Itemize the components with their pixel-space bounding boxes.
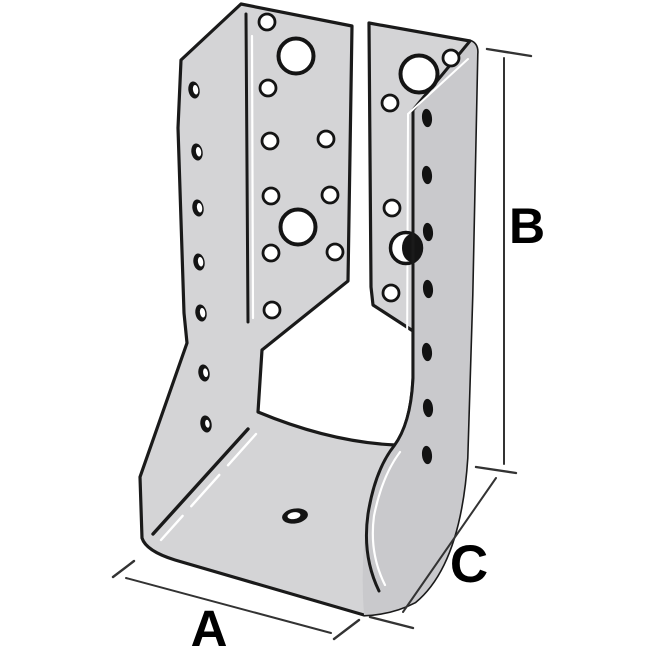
seat-hole [282,508,308,524]
dim-b-tick-top [485,47,533,58]
dimension-line-c [368,477,497,630]
dimension-line-a [111,559,361,641]
dimension-label-a: A [191,600,228,650]
left-plate-fold-highlight [250,34,255,320]
dimension-line-b [474,47,533,475]
seat-crease-line [151,427,250,536]
dim-a-tick-left [111,559,136,579]
left-flange-holes [188,81,212,433]
dim-a-line [125,577,332,634]
seat-crease-highlight [159,432,258,542]
dimension-label-b: B [509,198,545,254]
right-plate-fold-line [364,108,415,593]
left-plate-holes [257,12,345,320]
dim-c-tick-bottom [368,615,415,630]
left-plate-fold-line [244,12,250,324]
right-plate-fold-highlight [406,58,469,373]
hanger-right-face-shade [362,41,478,615]
right-plate-bevel-line [411,39,472,112]
right-face-holes [421,108,434,465]
dim-a-tick-right [332,618,361,641]
dim-b-tick-bottom [474,465,518,475]
dimension-label-c: C [450,535,488,594]
dim-c-line [402,477,497,613]
right-bend-highlight [371,450,402,587]
